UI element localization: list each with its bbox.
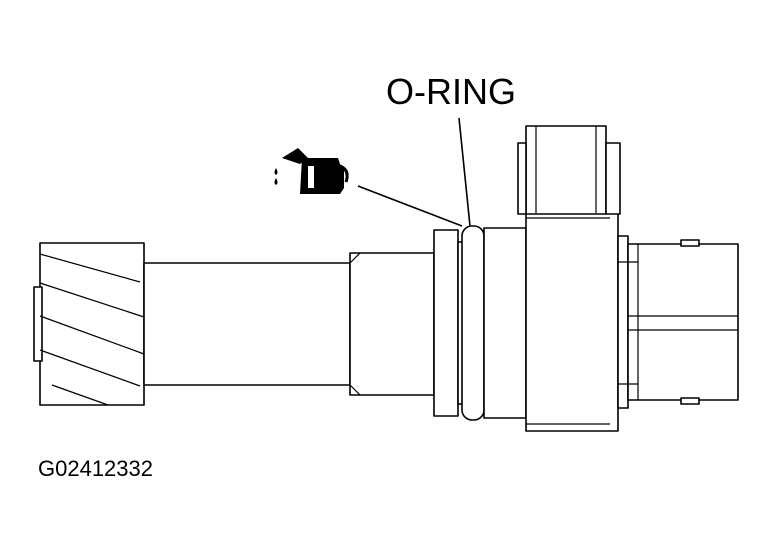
oil-can-leader-line	[357, 185, 463, 227]
drive-gear	[33, 242, 145, 406]
o-ring-label: O-RING	[386, 71, 516, 112]
ring-seat	[483, 227, 527, 419]
shaft	[143, 252, 435, 396]
figure-id-label: G02412332	[38, 456, 153, 481]
collar-flange	[433, 229, 459, 417]
housing	[517, 125, 621, 432]
o-ring-leader-line	[458, 117, 471, 227]
oil-can-icon	[274, 148, 349, 194]
electrical-connector	[617, 235, 739, 409]
o-ring	[461, 225, 485, 421]
